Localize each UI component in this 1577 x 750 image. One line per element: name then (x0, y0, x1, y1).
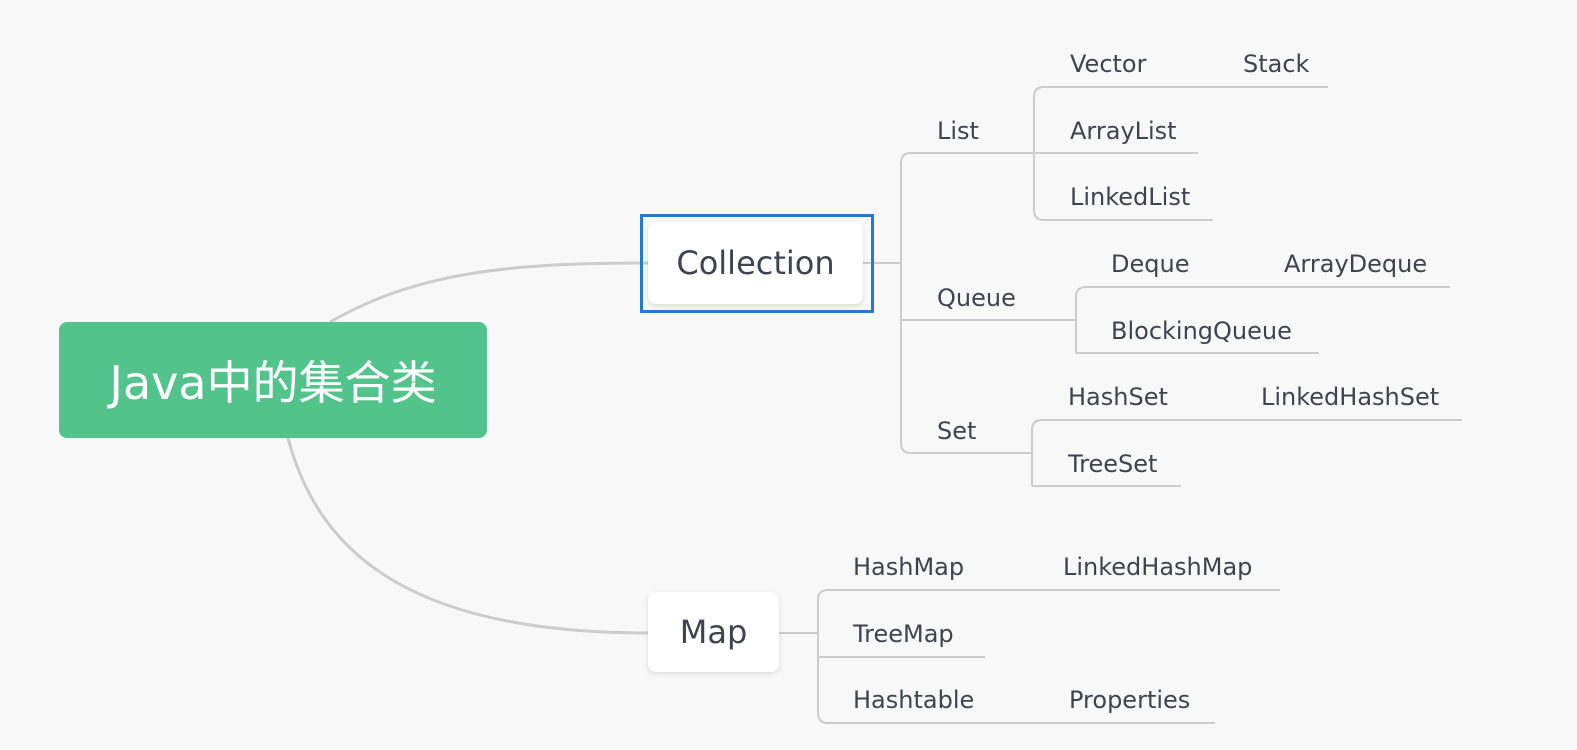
linkedhashmap-topic[interactable]: LinkedHashMap (1063, 553, 1253, 581)
root-topic-label: Java中的集合类 (109, 356, 437, 410)
map-topic[interactable]: Map (648, 592, 779, 672)
hashmap-topic[interactable]: HashMap (853, 553, 965, 581)
root-to-collection-line (329, 261, 649, 324)
collection-topic[interactable]: Collection (648, 222, 863, 304)
vector-topic[interactable]: Vector (1070, 50, 1147, 78)
queue-topic[interactable]: Queue (937, 284, 1016, 312)
collection-topic-label: Collection (676, 244, 835, 282)
set-branch-lines (1031, 419, 1462, 487)
blockingqueue-topic[interactable]: BlockingQueue (1111, 317, 1292, 345)
treeset-topic[interactable]: TreeSet (1068, 450, 1158, 478)
hashtable-topic[interactable]: Hashtable (853, 686, 975, 714)
arraydeque-topic[interactable]: ArrayDeque (1284, 250, 1428, 278)
arraylist-topic[interactable]: ArrayList (1070, 117, 1177, 145)
linkedlist-topic[interactable]: LinkedList (1070, 183, 1191, 211)
hashset-topic[interactable]: HashSet (1068, 383, 1168, 411)
queue-branch-lines (1040, 286, 1450, 354)
root-topic[interactable]: Java中的集合类 (59, 322, 487, 438)
map-branch-lines (779, 589, 1280, 724)
list-topic[interactable]: List (937, 117, 979, 145)
treemap-topic[interactable]: TreeMap (853, 620, 954, 648)
linkedhashset-topic[interactable]: LinkedHashSet (1261, 383, 1440, 411)
list-branch-lines (1033, 86, 1328, 221)
collection-branch-lines (863, 152, 1040, 454)
deque-topic[interactable]: Deque (1111, 250, 1190, 278)
properties-topic[interactable]: Properties (1069, 686, 1191, 714)
map-topic-label: Map (679, 613, 748, 651)
set-topic[interactable]: Set (937, 417, 977, 445)
stack-topic[interactable]: Stack (1243, 50, 1310, 78)
root-to-map-line (286, 437, 649, 635)
